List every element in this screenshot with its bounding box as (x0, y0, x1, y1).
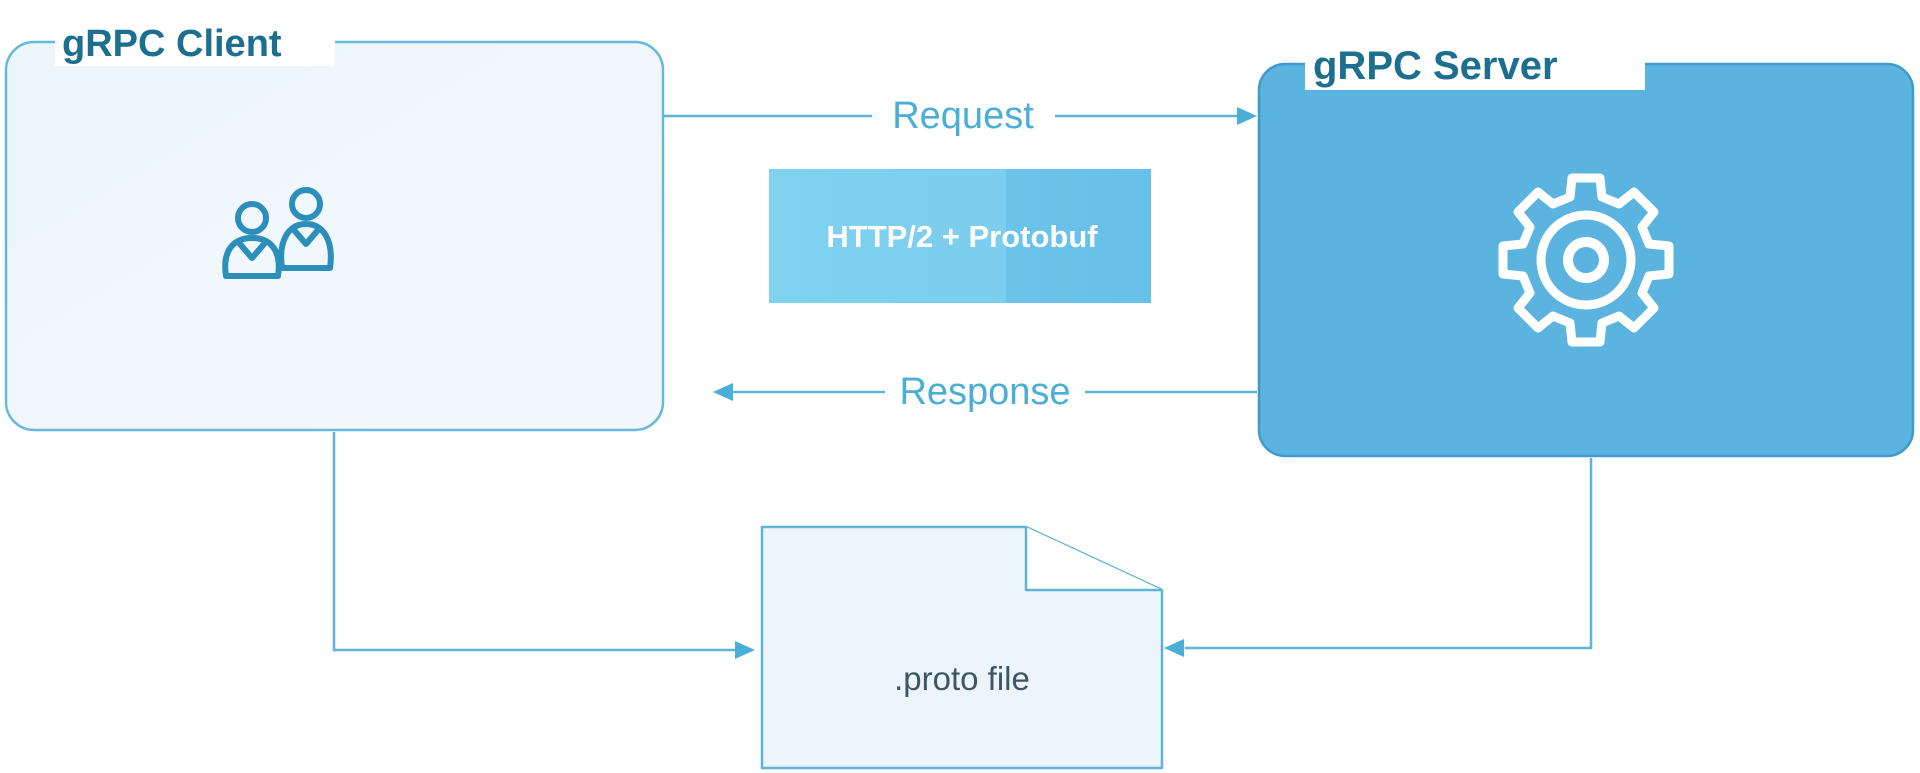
server-proto-connector (1164, 458, 1593, 657)
server-box: gRPC Server (1257, 40, 1915, 458)
proto-file-label: .proto file (894, 660, 1030, 697)
response-arrowhead (713, 383, 733, 401)
request-arrowhead (1237, 107, 1257, 125)
client-proto-connector (332, 432, 755, 659)
client-proto-arrowhead (735, 641, 755, 659)
response-label: Response (899, 371, 1070, 413)
server-proto-arrowhead (1164, 639, 1184, 657)
proto-file: .proto file (760, 525, 1164, 770)
client-title: gRPC Client (62, 23, 282, 65)
protocol-label: HTTP/2 + Protobuf (826, 219, 1098, 254)
request-arrow: Request (663, 95, 1257, 137)
client-box: gRPC Client (4, 18, 665, 432)
protocol-box: HTTP/2 + Protobuf (769, 169, 1151, 303)
gear-icon (1498, 173, 1674, 347)
users-icon (222, 187, 334, 279)
server-title: gRPC Server (1313, 44, 1558, 88)
request-label: Request (892, 95, 1034, 137)
response-arrow: Response (713, 371, 1257, 413)
